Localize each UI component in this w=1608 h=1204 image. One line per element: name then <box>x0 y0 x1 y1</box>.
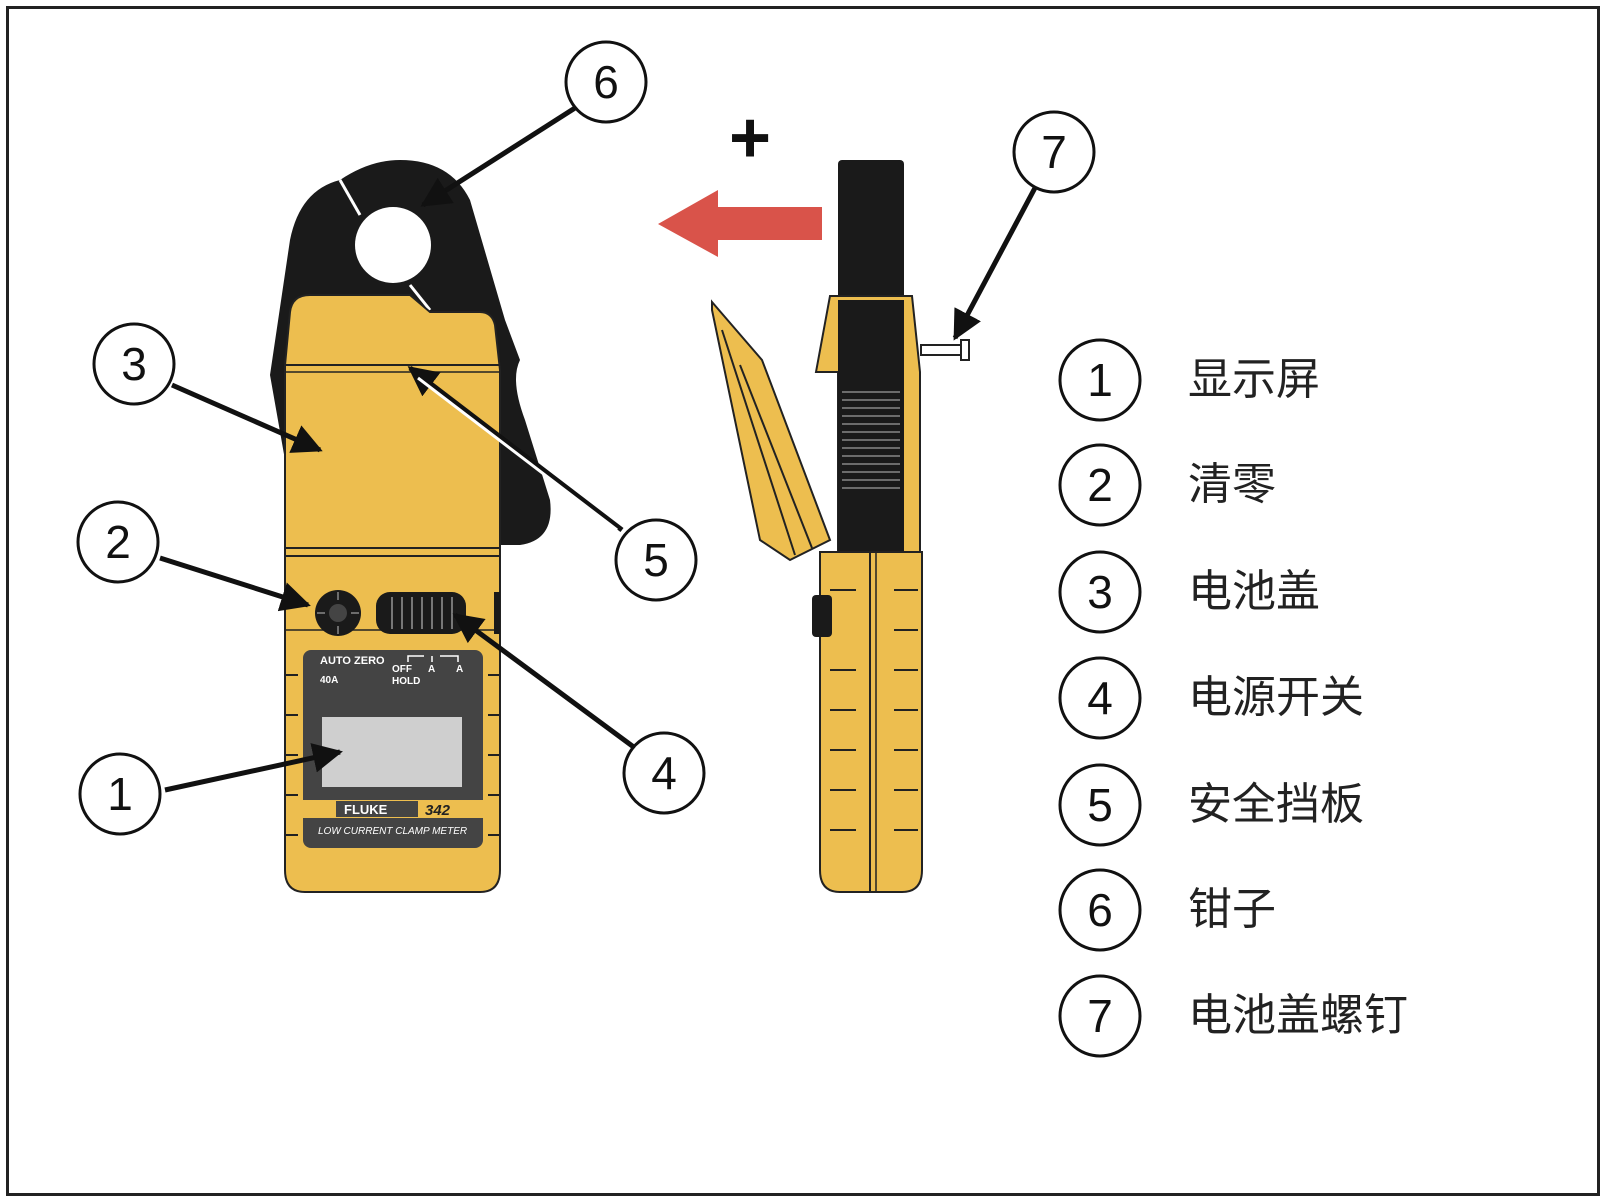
diagram-frame <box>6 6 1600 1196</box>
dc-a-label: A <box>456 664 463 675</box>
battery-cover-screw <box>920 344 962 356</box>
auto-zero-label: AUTO ZERO <box>320 655 385 667</box>
meter-subtitle: LOW CURRENT CLAMP METER <box>318 826 467 837</box>
side-grip-ticks <box>830 589 918 831</box>
callout-1: 1 <box>78 752 162 836</box>
open-battery-cover[interactable] <box>711 299 832 562</box>
model-number: 342 <box>425 802 451 819</box>
svg-text:4: 4 <box>1087 672 1113 724</box>
hold-label: HOLD <box>392 676 420 687</box>
callout-4: 4 <box>622 731 706 815</box>
grip-ticks-left <box>285 674 298 836</box>
svg-text:1: 1 <box>107 768 133 820</box>
legend-item-3: 3 电池盖 <box>1058 550 1320 634</box>
grip-ticks-right <box>488 674 500 836</box>
svg-text:5: 5 <box>643 534 669 586</box>
svg-text:6: 6 <box>593 56 619 108</box>
svg-text:7: 7 <box>1087 990 1113 1042</box>
legend-item-1: 1 显示屏 <box>1058 338 1320 422</box>
svg-text:电池盖: 电池盖 <box>1188 566 1320 617</box>
svg-text:电源开关: 电源开关 <box>1188 672 1364 723</box>
side-view: + <box>658 98 970 893</box>
callout-3: 3 <box>92 322 176 406</box>
svg-text:7: 7 <box>1041 126 1067 178</box>
svg-text:电池盖螺钉: 电池盖螺钉 <box>1188 990 1408 1041</box>
off-label: OFF <box>392 664 412 675</box>
svg-text:6: 6 <box>1087 884 1113 936</box>
svg-text:安全挡板: 安全挡板 <box>1188 779 1364 830</box>
legend-item-6: 6 钳子 <box>1058 868 1276 952</box>
callout-6: 6 <box>564 40 648 124</box>
svg-text:3: 3 <box>1087 566 1113 618</box>
callout-2: 2 <box>76 500 160 584</box>
legend-item-4: 4 电源开关 <box>1058 656 1364 740</box>
plus-sign: + <box>729 98 771 178</box>
callout-7: 7 <box>1012 110 1096 194</box>
svg-text:2: 2 <box>105 516 131 568</box>
ac-a-label: A <box>428 664 435 675</box>
svg-text:5: 5 <box>1087 779 1113 831</box>
legend-item-2: 2 清零 <box>1058 443 1276 527</box>
svg-text:4: 4 <box>651 747 677 799</box>
brand-logo: FLUKE <box>344 802 388 817</box>
lcd-display <box>322 717 462 787</box>
svg-text:清零: 清零 <box>1188 459 1276 510</box>
svg-text:3: 3 <box>121 338 147 390</box>
callout-5: 5 <box>614 518 698 602</box>
svg-text:2: 2 <box>1087 459 1113 511</box>
direction-arrow <box>658 190 822 257</box>
svg-text:显示屏: 显示屏 <box>1188 354 1320 405</box>
legend-item-7: 7 电池盖螺钉 <box>1058 974 1408 1058</box>
legend: 1 显示屏 2 清零 3 电池盖 4 电源开关 5 安全挡板 6 钳子 <box>1058 338 1408 1058</box>
svg-text:钳子: 钳子 <box>1188 884 1276 935</box>
legend-item-5: 5 安全挡板 <box>1058 763 1364 847</box>
leader-lines <box>159 105 1039 793</box>
front-view: AUTO ZERO 40A OFF HOLD A A FLUKE 342 LOW… <box>270 160 551 893</box>
battery-cover <box>284 294 501 561</box>
side-ribbing <box>842 391 900 489</box>
range-label: 40A <box>320 675 338 686</box>
jaw-opening <box>355 207 431 283</box>
svg-text:1: 1 <box>1087 354 1113 406</box>
